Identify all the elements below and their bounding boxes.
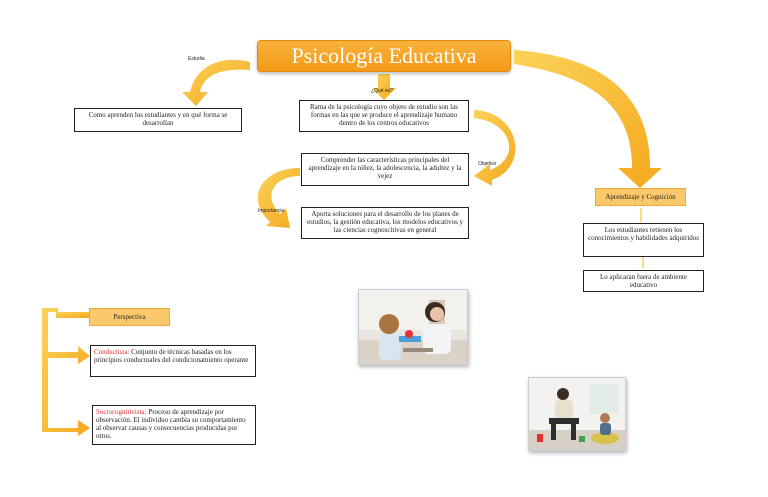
conductista-box: Conductista: Conjunto de técnicas basada…	[90, 345, 256, 377]
tag-objetivo: Objetivo	[478, 161, 497, 167]
sociocognitivista-label: Sociocognitivista:	[96, 408, 147, 416]
aprendizaje-item-2: Lo aplicaran fuera de ambiente educativo	[583, 270, 704, 292]
objetivo-box: Comprender las características principal…	[301, 153, 469, 186]
perspectiva-heading: Perspectiva	[89, 308, 170, 326]
tag-que-es: ¿Qué es?	[371, 88, 393, 94]
aprendizaje-heading: Aprendizaje y Cognición	[595, 188, 686, 206]
page-title: Psicología Educativa	[257, 40, 511, 72]
estudia-box: Como aprenden los estudiantes y en qué f…	[74, 108, 242, 132]
aprendizaje-item-1: Los estudiantes retienen los conocimient…	[583, 223, 704, 257]
importancia-box: Aporta soluciones para el desarrollo de …	[301, 207, 469, 239]
sociocognitivista-text: Proceso de aprendizaje por observación. …	[96, 408, 246, 440]
que-es-arrow	[372, 74, 396, 100]
objetivo-arrow	[474, 110, 516, 186]
sociocognitivista-box: Sociocognitivista: Proceso de aprendizaj…	[92, 405, 256, 445]
definicion-box: Rama de la psicología cuyo objeto de est…	[299, 100, 469, 132]
therapy-session-photo	[528, 377, 626, 451]
aprendizaje-arrow	[514, 50, 662, 188]
estudia-arrow	[182, 59, 250, 106]
teacher-child-photo	[358, 289, 468, 365]
conductista-text: Conjunto de técnicas basadas en los prin…	[94, 348, 249, 364]
importancia-arrow	[257, 168, 300, 228]
conductista-label: Conductista:	[94, 348, 130, 356]
tag-estudia: Estudia	[188, 56, 205, 62]
tag-importancia: Importancia	[258, 208, 285, 214]
perspectiva-bracket	[42, 308, 90, 436]
